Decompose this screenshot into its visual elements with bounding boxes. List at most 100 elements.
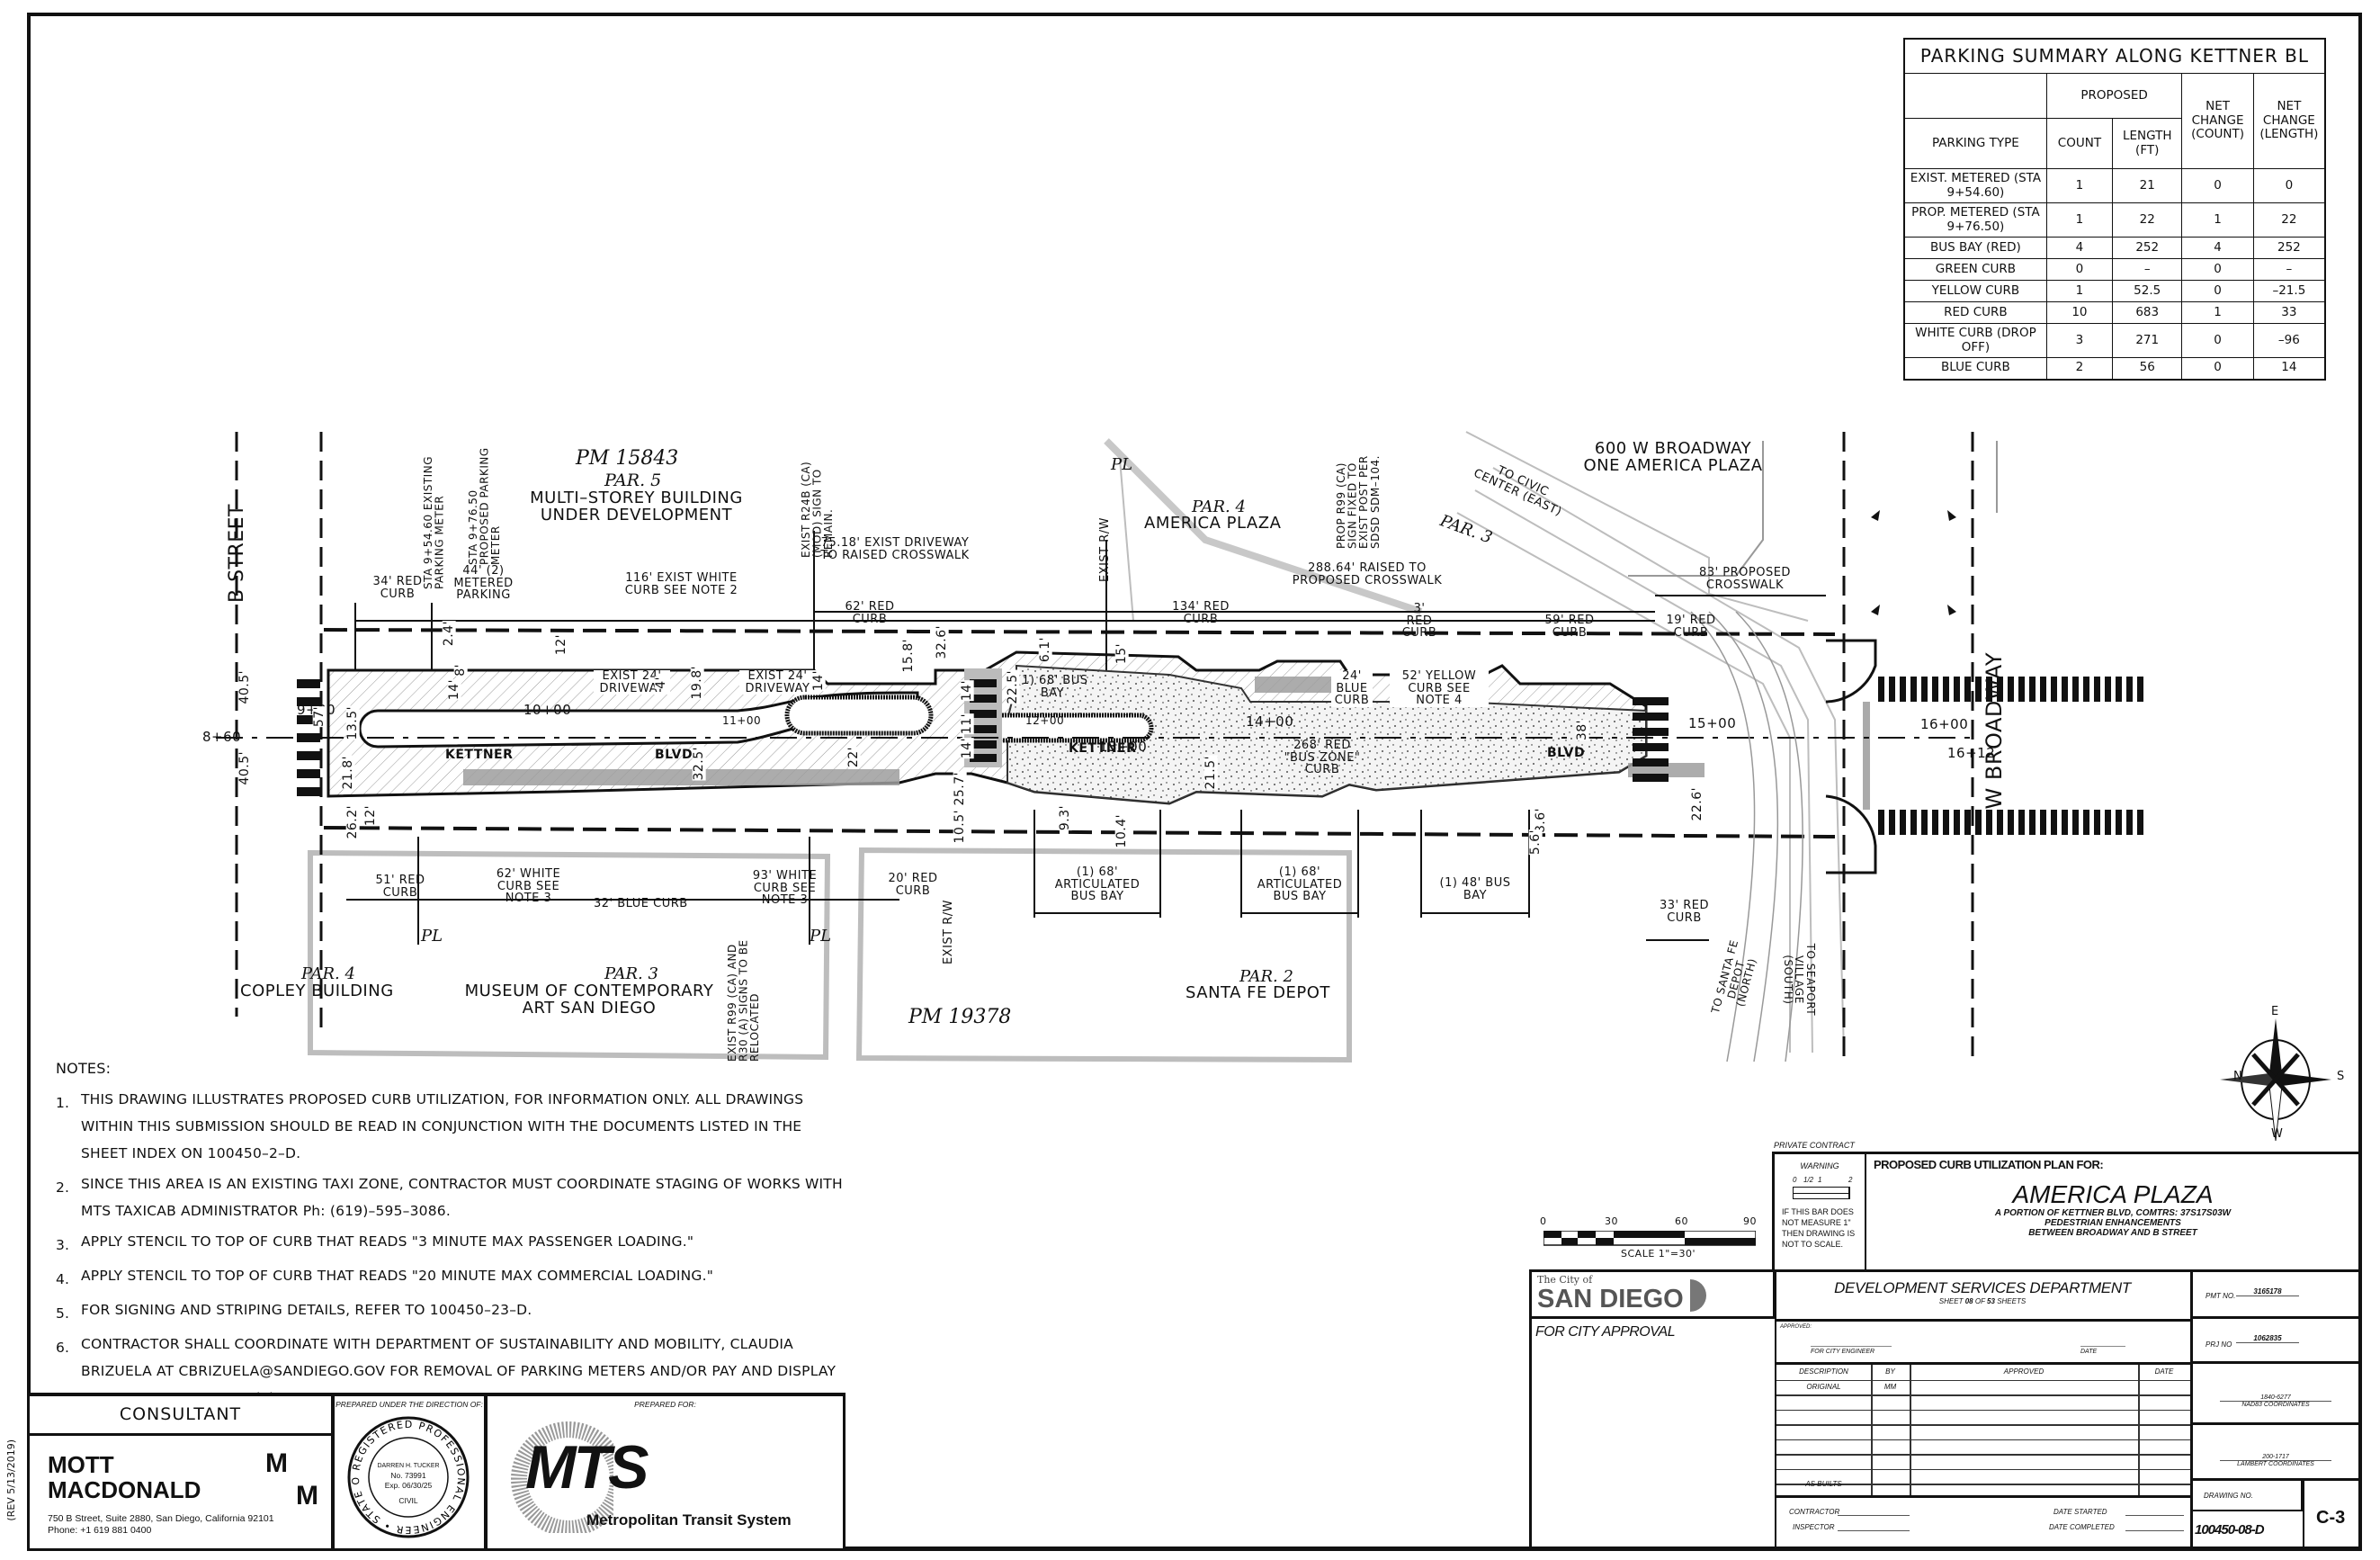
note-text: THIS DRAWING ILLUSTRATES PROPOSED CURB U… [81,1091,804,1161]
callout-driveway-75: 75.18' EXIST DRIVEWAY TO RAISED CROSSWAL… [820,536,970,562]
callout-yellow-curb-52: 52' YELLOW CURB SEE NOTE 4 [1390,670,1489,707]
count-cell: 0 [2045,258,2114,281]
revision-header: APPROVED [2003,1367,2044,1376]
pm-19378-label: PM 19378 [908,1006,1012,1028]
san-diego-sail-icon [1690,1279,1706,1312]
drawing-number: 100450-08-D [2195,1522,2265,1538]
engineer-signature-line [1811,1346,1892,1347]
length-cell: 252 [2112,237,2183,259]
blvd-label-2: BLVD [1547,746,1586,760]
parking-summary-title: PARKING SUMMARY ALONG KETTNER BL [1903,38,2326,74]
dimension-label: 13.5' [345,706,360,740]
seal-expiration: Exp. 06/30/25 [384,1481,433,1490]
dimension-label: 21.5' [1203,756,1218,790]
nad83-cell: 1840-6277 NAD83 COORDINATES [2193,1364,2358,1425]
dimension-label: 14' [960,680,974,702]
seal-license-number: No. 73991 [390,1471,426,1480]
callout-blue-curb-24: 24' BLUE CURB [1331,670,1373,707]
dimension-label: 4' [654,677,668,689]
par3-south-label: PAR. 3 [604,964,658,983]
crosswalk-proposed-83ft [1633,697,1669,782]
dimension-label: 26.2' [345,805,360,839]
sheet-number: 08 [1964,1297,1973,1305]
count-cell: 1 [2045,168,2114,203]
engineer-seal: REGISTERED PROFESSIONAL ENGINEER • STATE… [345,1414,470,1538]
revision-row-line [1776,1439,2190,1440]
san-diego-logo: The City of SAN DIEGO [1532,1272,1775,1319]
note-number: 6. [56,1340,70,1356]
crosswalk-b-street [297,679,320,796]
w-broadway-label: W BROADWAY [1982,652,2007,810]
median-2 [784,695,934,736]
for-city-approval: FOR CITY APPROVAL [1535,1324,1676,1340]
north-row-line [323,628,1836,636]
drawing-no-label: DRAWING NO. [2204,1492,2253,1500]
parking-type-cell: BUS BAY (RED) [1903,237,2047,259]
station-10-00: 10+00 [523,702,572,718]
note-item: 4.APPLY STENCIL TO TOP OF CURB THAT READ… [56,1266,847,1293]
callout-bus-zone-268: 268' RED "BUS ZONE" CURB [1284,739,1361,777]
dimension-label: 19.8' [690,666,704,700]
bus-zone-area [1007,664,1647,805]
net-count-cell: 0 [2181,168,2254,203]
note-number: 3. [56,1237,70,1253]
department-name: DEVELOPMENT SERVICES DEPARTMENT [1834,1279,2131,1296]
firm-line-1: MOTT [48,1451,114,1478]
nad83-value: 1840-6277 [2260,1394,2291,1401]
note-item: 3. APPLY STENCIL TO TOP OF CURB THAT READ… [56,1232,847,1259]
revision-row-line [1776,1409,2190,1411]
north-arrow-compass [2220,1018,2331,1142]
revision-row-line [1776,1454,2190,1456]
consultant-contact: 750 B Street, Suite 2880, San Diego, Cal… [48,1513,274,1537]
for-city-engineer-label: FOR CITY ENGINEER [1811,1349,1875,1355]
revision-header: DESCRIPTION [1799,1367,1848,1376]
nad83-label: NAD83 COORDINATES [2220,1401,2331,1408]
length-cell: 21 [2112,168,2183,203]
department-header: DEVELOPMENT SERVICES DEPARTMENT SHEET 08… [1776,1279,2188,1305]
divider [2190,1272,2193,1549]
pl-label-3: PL [1111,455,1133,474]
prepared-under-label: PREPARED UNDER THE DIRECTION OF: [336,1400,483,1409]
callout-red-curb-3: 3' RED CURB [1401,602,1437,641]
lane-arrows [1871,510,1956,615]
dimension-label: 15' [1114,643,1129,665]
divider [2303,1481,2304,1549]
dimension-label: 14' [960,738,974,759]
callout-proposed-meter: STA 9+76.50 PROPOSED PARKING METER [467,447,503,565]
firm-line-2: MACDONALD [48,1476,201,1503]
project-sub-3: BETWEEN BROADWAY AND B STREET [2028,1228,2197,1238]
parking-type-cell: YELLOW CURB [1903,280,2047,302]
prj-label: PRJ NO [2206,1340,2232,1349]
warning-tick-half: 1/2 [1803,1176,1814,1184]
project-sub-1: A PORTION OF KETTNER BLVD, COMTRS: 37S17… [1994,1208,2232,1218]
parcel-outlines [308,847,1352,1063]
pl-label-2: PL [810,927,832,946]
scale-bar: 0 30 60 90 SCALE 1"=30' [1540,1216,1765,1270]
sheet-prefix: SHEET [1938,1297,1964,1305]
callout-crosswalk-83: 83' PROPOSED CROSSWALK [1699,566,1791,592]
city-of-label: The City of [1537,1274,1593,1286]
scale-label: SCALE 1"=30' [1621,1248,1696,1260]
revision-row-line [1776,1379,2190,1381]
callout-driveway-1: EXIST 24' DRIVEWAY [594,670,670,695]
seal-discipline: CIVIL [398,1496,418,1505]
callout-articulated-bus-bay-1: (1) 68' ARTICULATED BUS BAY [1054,865,1141,904]
santa-fe-depot-label: SANTA FE DEPOT [1186,983,1330,1002]
project-title-group: AMERICA PLAZA A PORTION OF KETTNER BLVD,… [1866,1181,2359,1239]
revision-row-line [1776,1484,2190,1485]
dimension-label: 9.3' [1058,805,1072,831]
approved-label: APPROVED: [1780,1324,1812,1330]
warning-tick-2: 2 [1848,1176,1853,1184]
dimension-label: 22.6' [1690,787,1704,821]
callout-bus-bay-68: (1) 68' BUS BAY [1016,674,1088,700]
callout-bus-bay-48: (1) 48' BUS BAY [1439,876,1511,902]
station-14-00: 14+00 [1246,713,1294,730]
note-text: APPLY STENCIL TO TOP OF CURB THAT READS … [81,1233,694,1250]
callout-white-116: 116' EXIST WHITE CURB SEE NOTE 2 [624,571,738,597]
station-8-60: 8+60 [202,729,242,745]
consultant-phone: Phone: +1 619 881 0400 [48,1525,152,1536]
private-contract-label: PRIVATE CONTRACT [1774,1141,1855,1150]
